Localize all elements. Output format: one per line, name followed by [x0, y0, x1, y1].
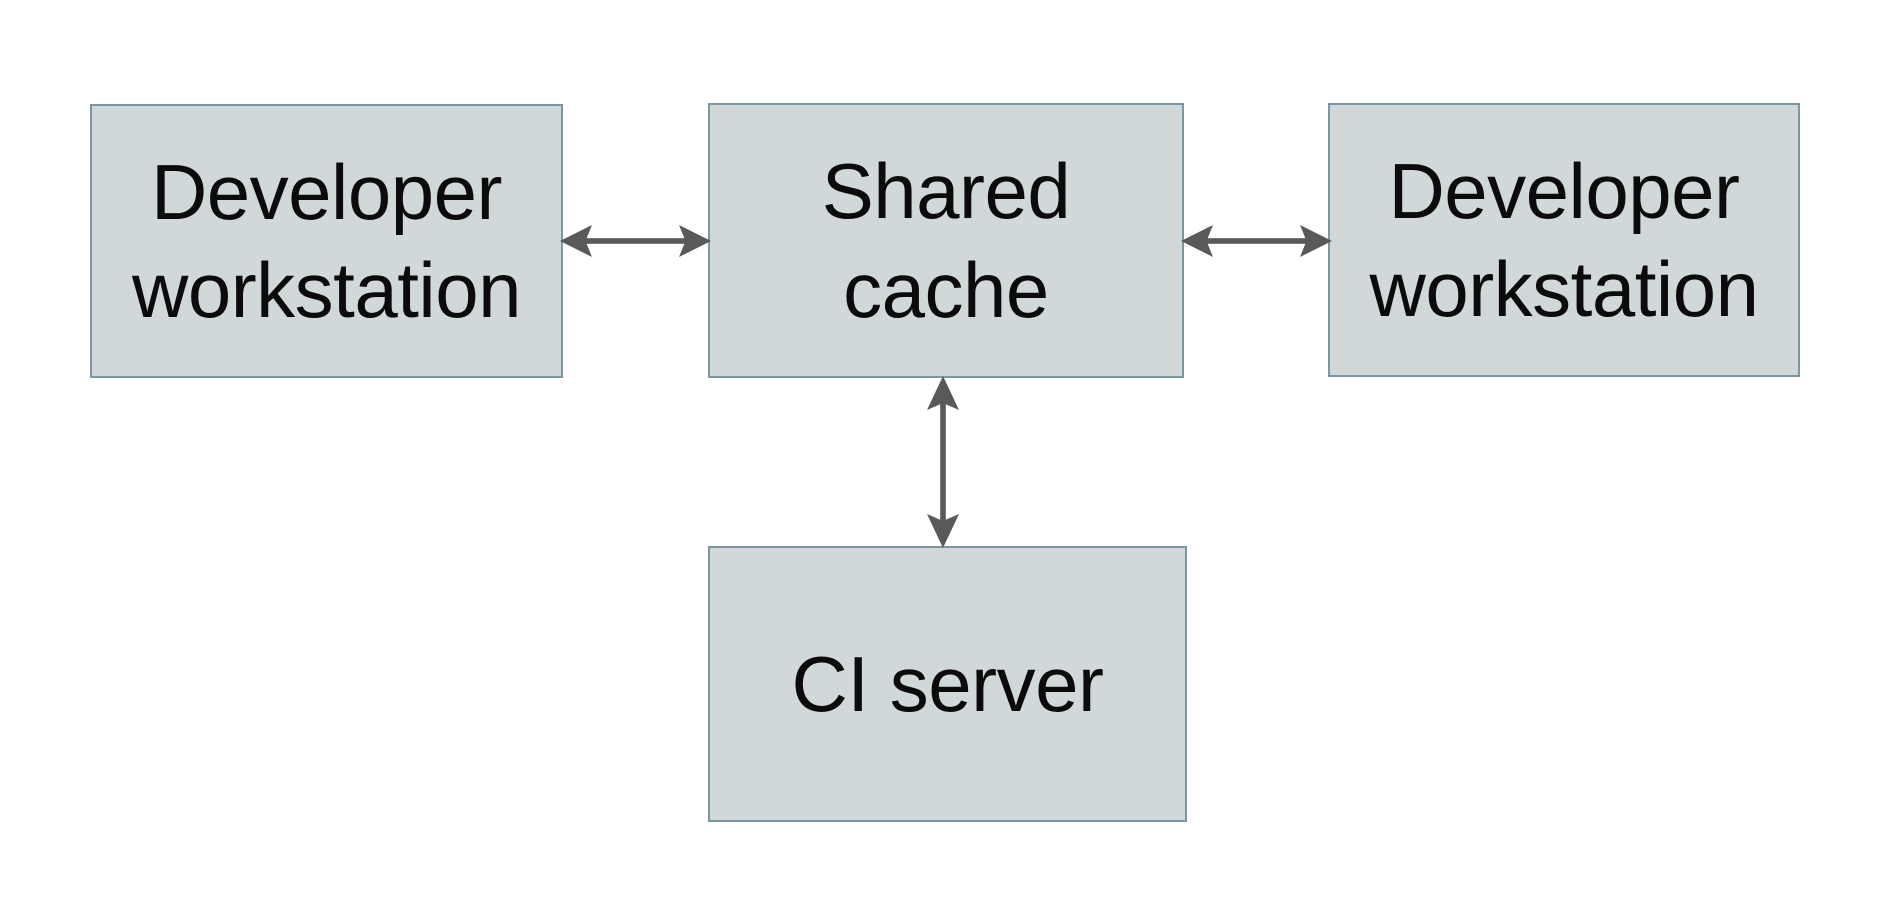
edge-shared-cache-to-dev-right[interactable] — [1179, 196, 1334, 286]
double-arrow-icon — [927, 376, 959, 548]
node-shared-cache[interactable]: Shared cache — [708, 103, 1184, 378]
node-label: Developer workstation — [132, 147, 522, 334]
double-arrow-icon — [560, 225, 711, 257]
node-label: Developer workstation — [1369, 146, 1760, 333]
edge-shared-cache-to-ci-server[interactable] — [898, 373, 988, 551]
node-label: CI server — [791, 639, 1104, 728]
double-arrow-icon — [1181, 225, 1332, 257]
node-ci-server[interactable]: CI server — [708, 546, 1187, 822]
node-developer-workstation-right[interactable]: Developer workstation — [1328, 103, 1800, 377]
edge-dev-left-to-shared-cache[interactable] — [558, 196, 713, 286]
node-developer-workstation-left[interactable]: Developer workstation — [90, 104, 563, 378]
node-label: Shared cache — [821, 147, 1071, 334]
